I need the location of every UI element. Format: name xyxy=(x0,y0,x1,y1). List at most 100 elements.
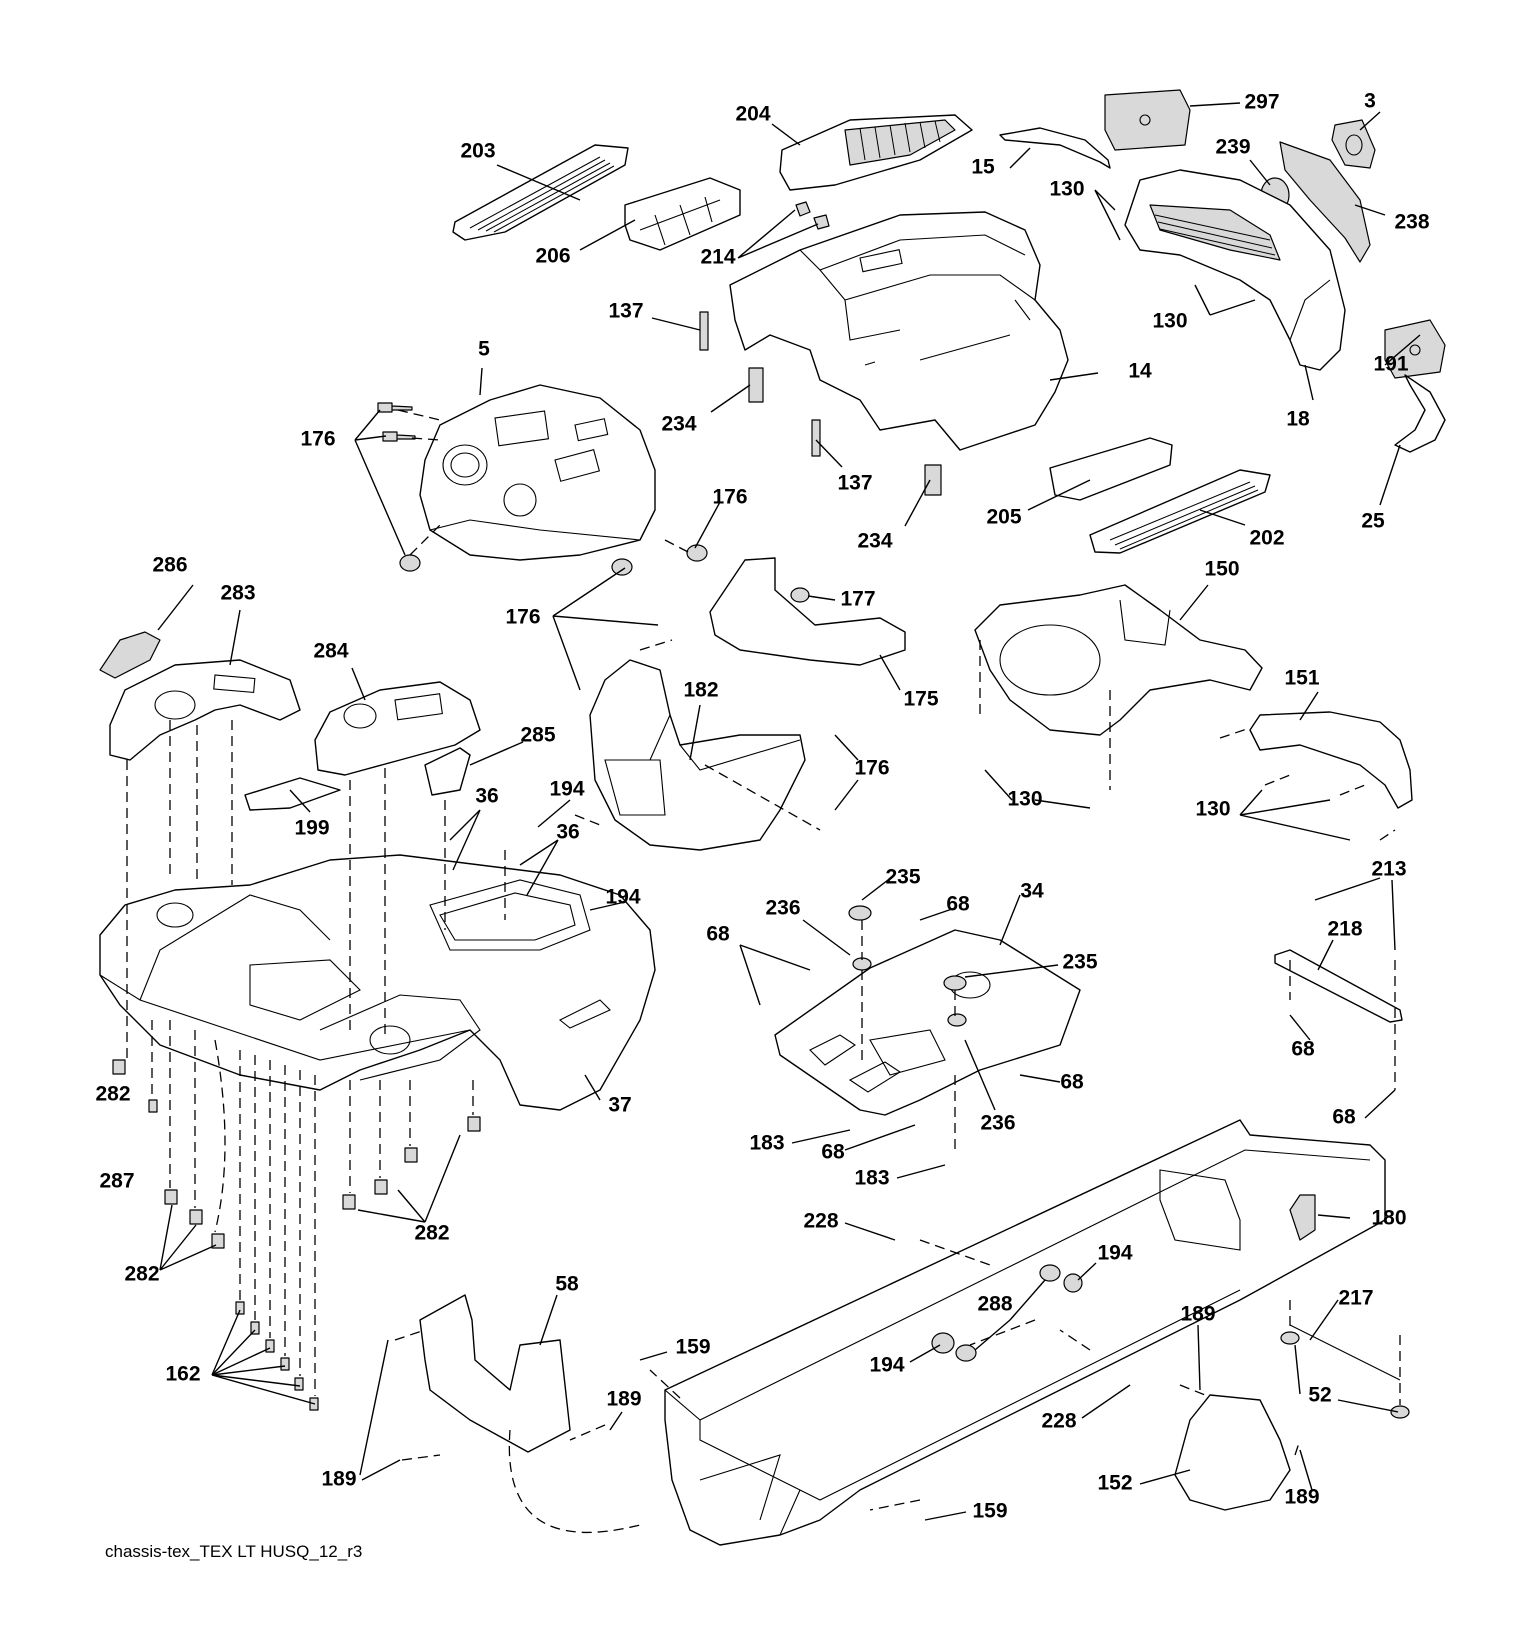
part-34-seat-plate xyxy=(774,929,1081,1116)
part-label-217: 217 xyxy=(1338,1287,1373,1310)
part-label-213: 213 xyxy=(1371,858,1406,881)
part-label-176: 176 xyxy=(505,606,540,629)
assembly-lines xyxy=(126,409,1401,1533)
part-label-3: 3 xyxy=(1364,90,1376,113)
part-283-cover xyxy=(109,659,301,761)
part-37-fender xyxy=(99,854,656,1111)
part-286 xyxy=(99,631,161,679)
part-label-285: 285 xyxy=(520,724,555,747)
part-label-236: 236 xyxy=(980,1112,1015,1135)
part-152-guard xyxy=(1174,1394,1291,1511)
part-235-236-spacers xyxy=(848,905,967,1027)
part-175-bracket xyxy=(709,557,906,666)
part-illustrations xyxy=(99,89,1446,1546)
part-label-199: 199 xyxy=(294,817,329,840)
part-label-203: 203 xyxy=(460,140,495,163)
part-label-130: 130 xyxy=(1152,310,1187,333)
part-14-hood xyxy=(729,211,1069,451)
part-label-283: 283 xyxy=(220,582,255,605)
part-137-spacer-2 xyxy=(811,419,821,457)
part-label-14: 14 xyxy=(1128,360,1152,383)
part-label-286: 286 xyxy=(152,554,187,577)
part-label-159: 159 xyxy=(972,1500,1007,1523)
part-label-25: 25 xyxy=(1361,510,1385,533)
part-label-194: 194 xyxy=(1097,1242,1132,1265)
part-label-235: 235 xyxy=(885,866,920,889)
part-label-177: 177 xyxy=(840,588,875,611)
part-label-235: 235 xyxy=(1062,951,1097,974)
part-label-234: 234 xyxy=(857,530,892,553)
part-191-lens xyxy=(1384,319,1446,379)
part-label-228: 228 xyxy=(1041,1410,1076,1433)
part-282-clips xyxy=(112,1059,481,1249)
part-label-18: 18 xyxy=(1286,408,1310,431)
part-label-189: 189 xyxy=(321,1468,356,1491)
part-label-297: 297 xyxy=(1244,91,1279,114)
part-label-176: 176 xyxy=(712,486,747,509)
part-182-lower-panel xyxy=(589,659,806,851)
part-label-238: 238 xyxy=(1394,211,1429,234)
part-label-150: 150 xyxy=(1204,558,1239,581)
part-label-159: 159 xyxy=(675,1336,710,1359)
part-label-15: 15 xyxy=(971,156,995,179)
part-label-236: 236 xyxy=(765,897,800,920)
part-137-spacer xyxy=(699,311,709,351)
part-199-label xyxy=(244,777,341,811)
part-label-282: 282 xyxy=(414,1222,449,1245)
part-label-36: 36 xyxy=(556,821,579,844)
part-label-287: 287 xyxy=(99,1170,134,1193)
part-label-176: 176 xyxy=(854,757,889,780)
part-18-front-grille xyxy=(1124,169,1346,371)
part-234-pad-2 xyxy=(924,464,942,496)
part-180-frame xyxy=(664,1119,1386,1546)
part-label-282: 282 xyxy=(95,1083,130,1106)
part-285-frame xyxy=(424,747,471,796)
part-297-lens xyxy=(1104,89,1191,151)
part-label-189: 189 xyxy=(606,1388,641,1411)
part-label-228: 228 xyxy=(803,1210,838,1233)
part-202-side-grille xyxy=(1089,469,1271,554)
part-label-68: 68 xyxy=(946,893,970,916)
part-label-130: 130 xyxy=(1007,788,1042,811)
part-238-grille-insert xyxy=(1279,141,1371,263)
part-label-204: 204 xyxy=(735,103,770,126)
part-3-emblem xyxy=(1331,119,1376,169)
part-194-nut xyxy=(1063,1273,1083,1293)
part-176-screws xyxy=(377,402,708,576)
part-label-34: 34 xyxy=(1020,880,1044,903)
part-151-bracket xyxy=(1249,711,1413,809)
part-label-175: 175 xyxy=(903,688,938,711)
part-214-clips xyxy=(795,201,830,230)
part-180-handle xyxy=(1289,1194,1316,1241)
diagram-caption: chassis-tex_TEX LT HUSQ_12_r3 xyxy=(105,1542,362,1561)
part-label-137: 137 xyxy=(837,472,872,495)
part-58-bracket xyxy=(419,1294,571,1453)
part-206-dash-vent xyxy=(624,177,741,251)
part-label-36: 36 xyxy=(475,785,498,808)
part-5-dashboard xyxy=(419,384,656,561)
part-177-nut xyxy=(790,587,810,603)
part-15-trim xyxy=(999,127,1111,169)
part-label-214: 214 xyxy=(700,246,735,269)
part-label-284: 284 xyxy=(313,640,348,663)
part-label-137: 137 xyxy=(608,300,643,323)
part-label-183: 183 xyxy=(854,1167,889,1190)
part-label-5: 5 xyxy=(478,338,490,361)
part-204-top-vent xyxy=(779,114,973,191)
part-25-trim xyxy=(1394,374,1446,453)
part-label-58: 58 xyxy=(555,1273,579,1296)
part-label-130: 130 xyxy=(1049,178,1084,201)
part-52-washer-2 xyxy=(1390,1405,1410,1419)
part-label-194: 194 xyxy=(549,778,584,801)
part-label-234: 234 xyxy=(661,413,696,436)
leader-lines xyxy=(157,102,1421,1521)
part-label-218: 218 xyxy=(1327,918,1362,941)
part-label-183: 183 xyxy=(749,1132,784,1155)
part-217-rod xyxy=(1289,1324,1401,1381)
part-234-pad xyxy=(748,367,764,403)
part-label-68: 68 xyxy=(1060,1071,1084,1094)
part-label-152: 152 xyxy=(1097,1472,1132,1495)
part-label-189: 189 xyxy=(1284,1486,1319,1509)
part-label-52: 52 xyxy=(1308,1384,1331,1407)
